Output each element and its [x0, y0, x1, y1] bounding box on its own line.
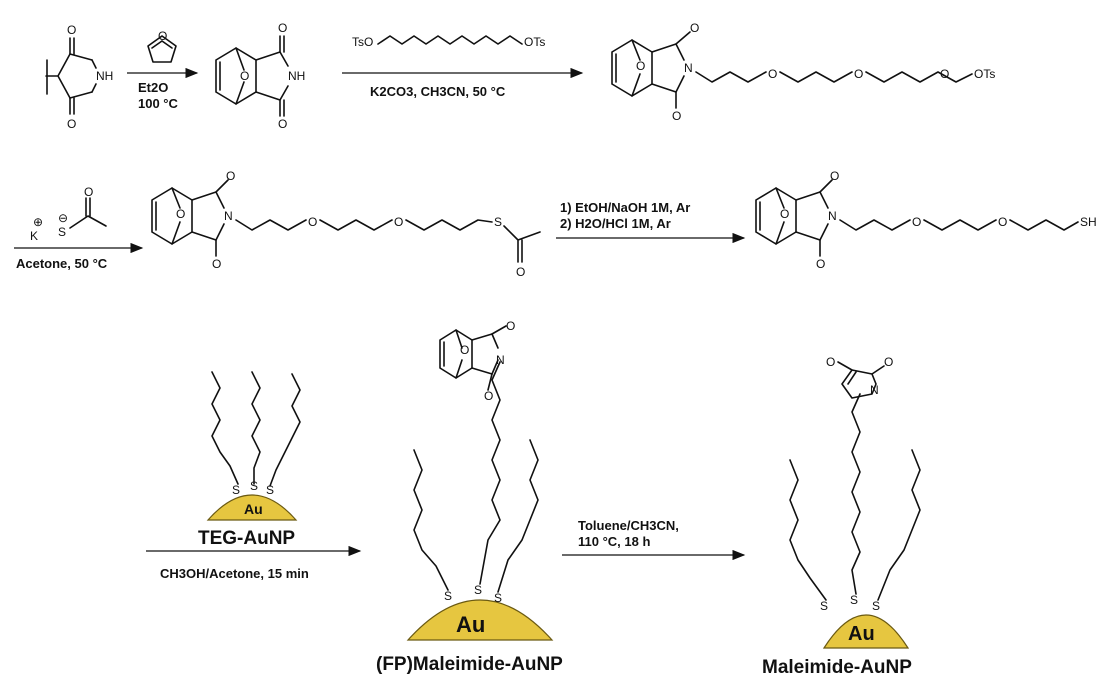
potassium-thioacetate: K ⊕ S ⊖ O: [30, 185, 107, 243]
step4-line1: 1) EtOH/NaOH 1M, Ar: [560, 200, 690, 215]
negative-charge: ⊖: [58, 211, 68, 225]
atom-nh: NH: [288, 69, 305, 83]
fp-maleimide-aunp-label: (FP)Maleimide-AuNP: [376, 654, 563, 675]
oxanorbornene-peg-tosylate-molecule: O O O N O O O OTs: [611, 21, 995, 123]
step3-conditions: Acetone, 50 °C: [16, 256, 108, 271]
atom-k: K: [30, 229, 38, 243]
atom-s: S: [494, 215, 502, 229]
atom-o: O: [67, 23, 76, 37]
atom-n: N: [870, 383, 879, 397]
au-label: Au: [456, 612, 485, 637]
atom-nh: NH: [96, 69, 113, 83]
atom-o: O: [854, 67, 863, 81]
atom-n: N: [496, 353, 505, 367]
step4-line2: 2) H2O/HCl 1M, Ar: [560, 216, 671, 231]
atom-o: O: [816, 257, 825, 271]
positive-charge: ⊕: [33, 215, 43, 229]
atom-s: S: [474, 583, 482, 597]
maleimide-molecule: O O NH: [45, 23, 113, 131]
atom-s: S: [820, 599, 828, 613]
au-label: Au: [848, 623, 875, 645]
oxanorbornene-peg-thioacetate-molecule: O O O N O O S O: [151, 169, 541, 279]
atom-o: O: [912, 215, 921, 229]
atom-o: O: [780, 207, 789, 221]
atom-o: O: [484, 389, 493, 403]
atom-o: O: [672, 109, 681, 123]
atom-o: O: [830, 169, 839, 183]
step1-temp: 100 °C: [138, 96, 179, 111]
step6-line2: 110 °C, 18 h: [578, 534, 650, 549]
atom-o: O: [278, 117, 287, 131]
atom-o: O: [176, 207, 185, 221]
atom-o: O: [394, 215, 403, 229]
tetraethylene-glycol-ditosylate: TsO OTs: [352, 35, 545, 49]
atom-tso: TsO: [352, 35, 373, 49]
teg-aunp: Au S S S: [206, 371, 301, 521]
atom-o: O: [460, 343, 469, 357]
step5-conditions: CH3OH/Acetone, 15 min: [160, 566, 309, 581]
atom-s: S: [872, 599, 880, 613]
atom-o: O: [690, 21, 699, 35]
atom-ots: OTs: [974, 67, 995, 81]
atom-o: O: [768, 67, 777, 81]
furan-molecule: O: [147, 29, 177, 63]
au-label: Au: [244, 501, 263, 517]
atom-o: O: [826, 355, 835, 369]
atom-o: O: [636, 59, 645, 73]
atom-o: O: [998, 215, 1007, 229]
atom-n: N: [828, 209, 837, 223]
atom-o: O: [240, 69, 249, 83]
fp-maleimide-aunp: Au O O O N S S S: [406, 319, 554, 641]
oxanorbornene-imide-molecule: O O O NH: [215, 21, 305, 131]
teg-aunp-label: TEG-AuNP: [198, 528, 295, 549]
atom-s: S: [232, 483, 240, 497]
oxanorbornene-peg-thiol-molecule: O O O N O O SH: [755, 169, 1097, 271]
atom-sh: SH: [1080, 215, 1097, 229]
atom-o: O: [516, 265, 525, 279]
atom-o: O: [226, 169, 235, 183]
atom-ots: OTs: [524, 35, 545, 49]
atom-s: S: [494, 591, 502, 605]
atom-o: O: [84, 185, 93, 199]
atom-n: N: [684, 61, 693, 75]
atom-o: O: [884, 355, 893, 369]
atom-n: N: [224, 209, 233, 223]
atom-s: S: [850, 593, 858, 607]
atom-o: O: [506, 319, 515, 333]
maleimide-aunp-label: Maleimide-AuNP: [762, 657, 912, 677]
atom-s: S: [250, 479, 258, 493]
atom-o: O: [212, 257, 221, 271]
atom-o: O: [940, 67, 949, 81]
maleimide-aunp: Au O O N S S S: [789, 355, 921, 649]
atom-s: S: [58, 225, 66, 239]
step1-solvent: Et2O: [138, 80, 168, 95]
atom-o: O: [67, 117, 76, 131]
atom-o: O: [158, 29, 167, 43]
atom-o: O: [308, 215, 317, 229]
atom-s: S: [444, 589, 452, 603]
atom-o: O: [278, 21, 287, 35]
atom-s: S: [266, 483, 274, 497]
step2-conditions: K2CO3, CH3CN, 50 °C: [370, 84, 506, 99]
step6-line1: Toluene/CH3CN,: [578, 518, 679, 533]
